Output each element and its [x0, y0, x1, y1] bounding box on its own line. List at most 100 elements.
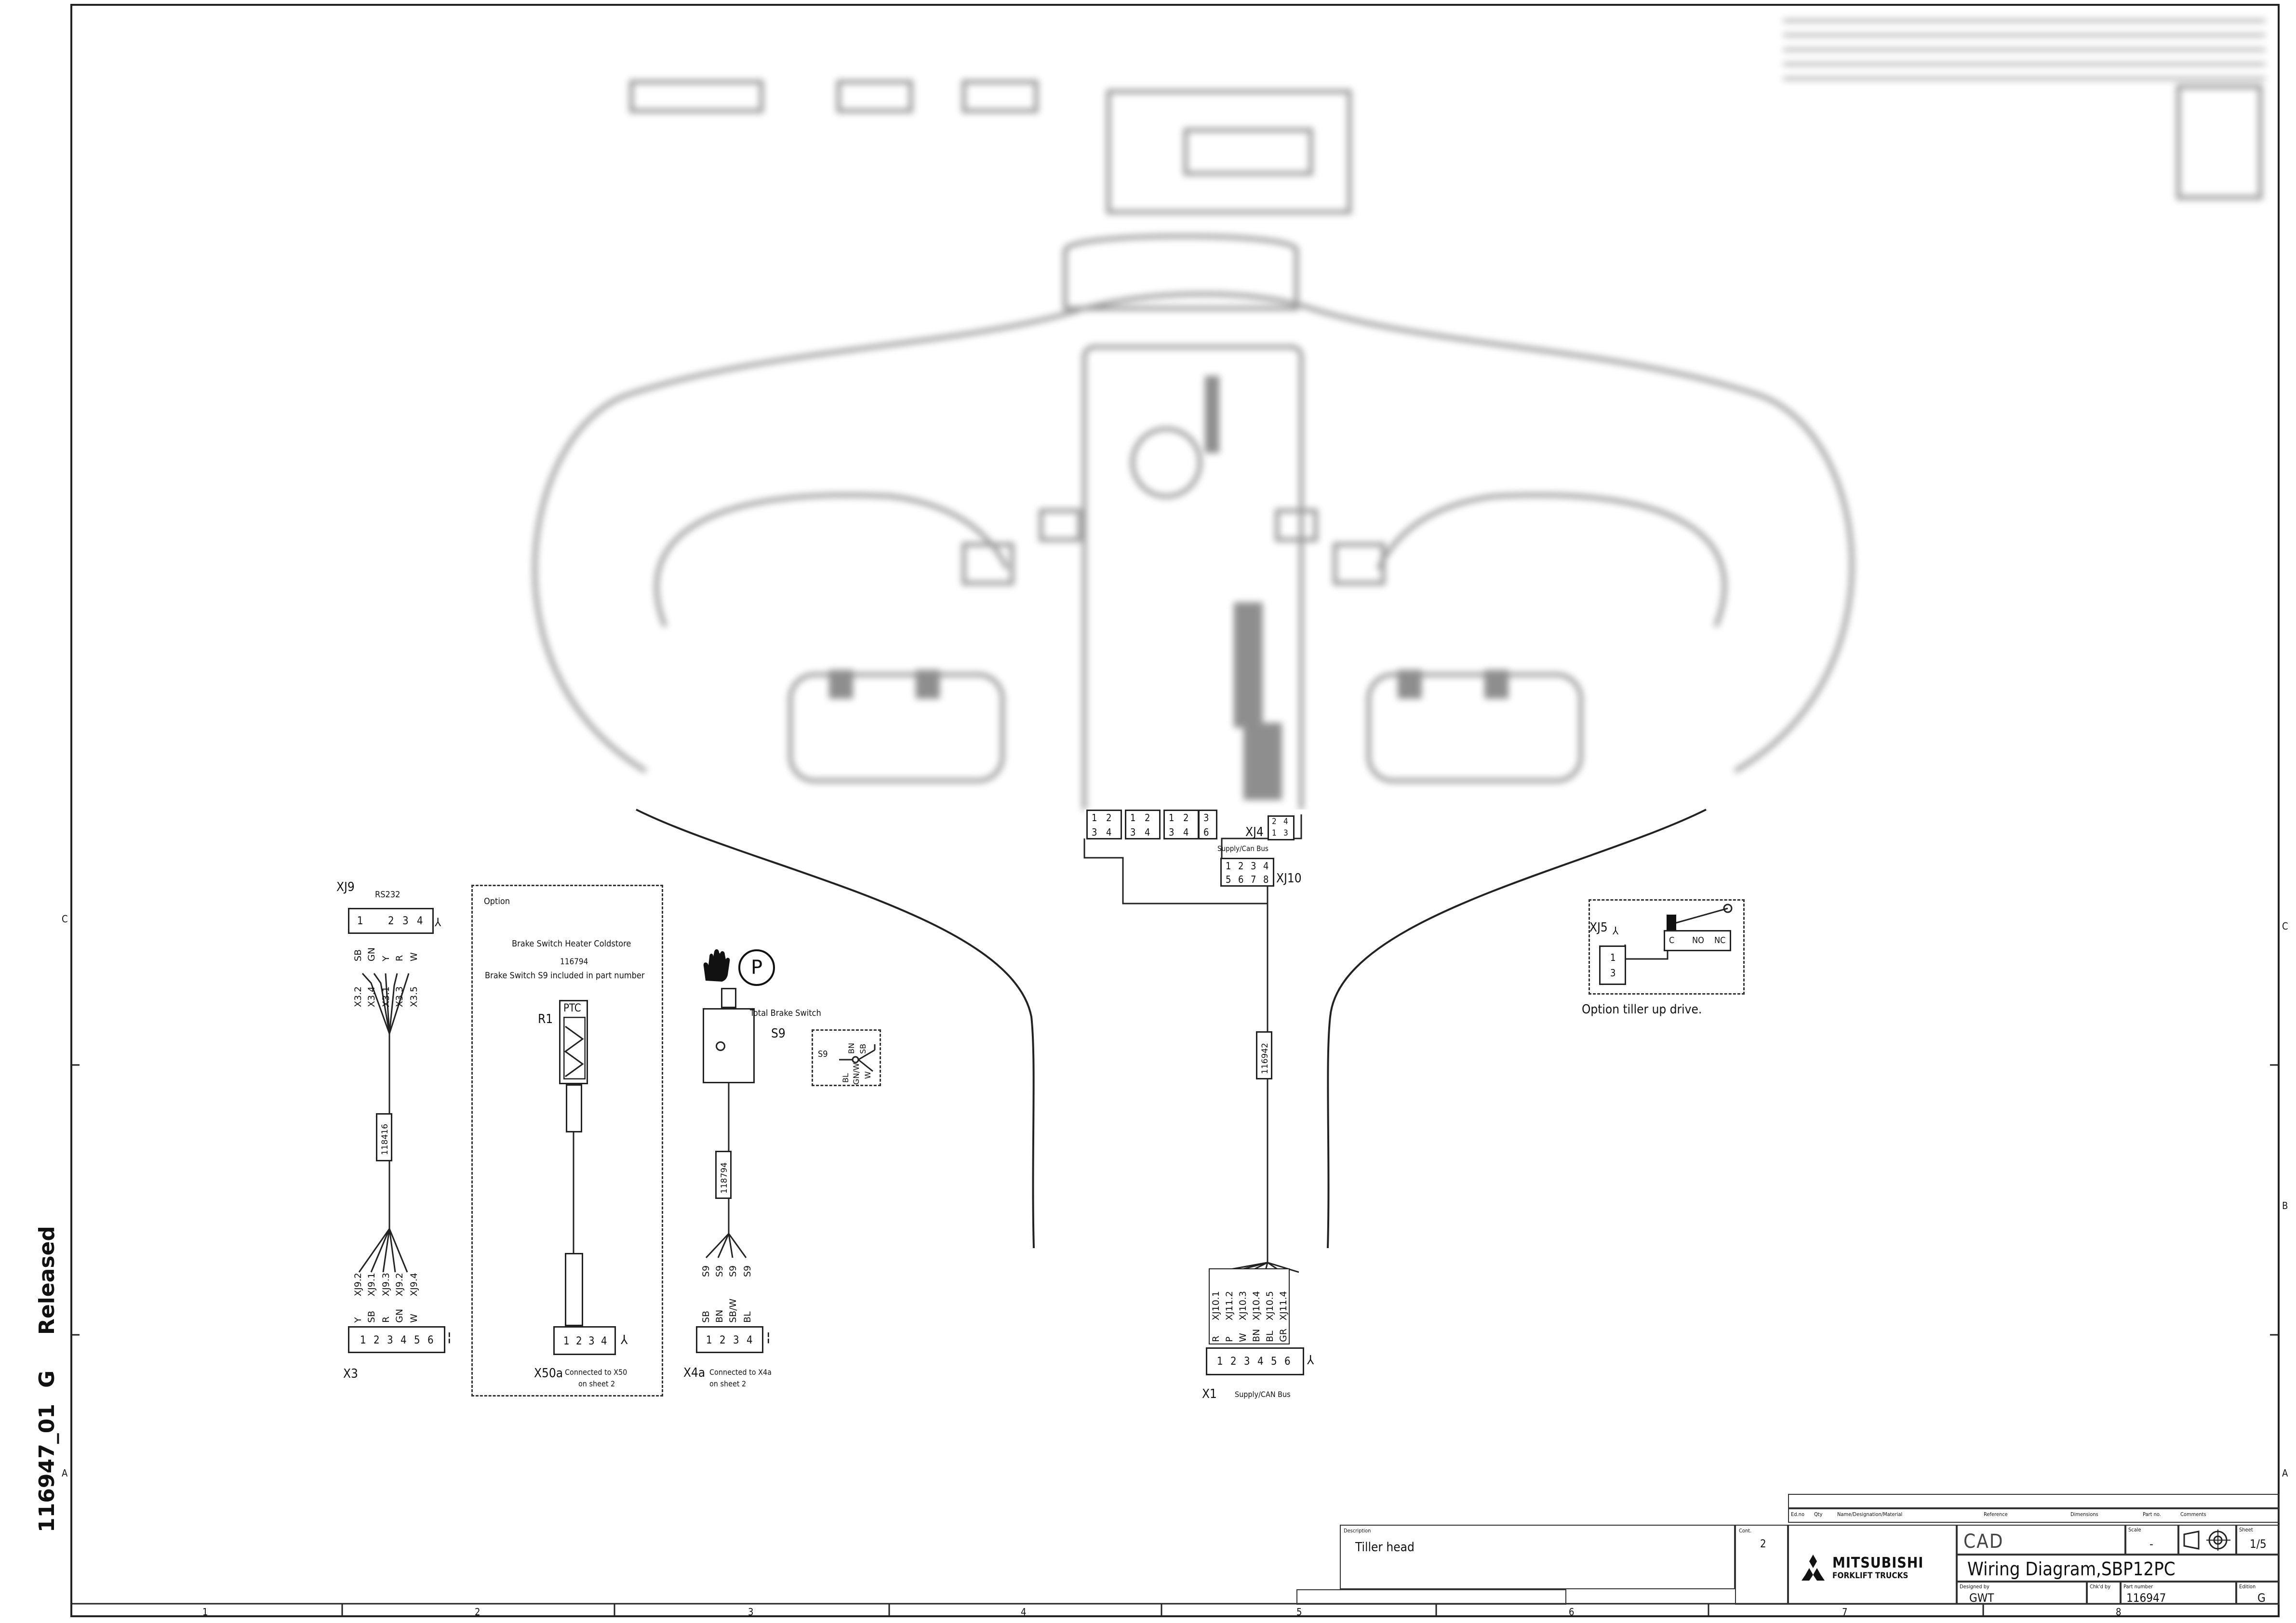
- xj9-cable-tag: 118416: [376, 1113, 392, 1161]
- option-line2: 116794: [560, 957, 588, 967]
- x3-pin-1: 1: [360, 1334, 366, 1346]
- tb-description-cell: Description Tiller head: [1340, 1525, 1735, 1589]
- x1-pin-4: 4: [1257, 1356, 1264, 1368]
- tb-part-cell: Part number 116947: [2121, 1582, 2236, 1605]
- x3-pin-3: 3: [387, 1334, 393, 1346]
- xj9-wire-ref: X3.3: [394, 986, 405, 1007]
- s9-terminal-icon: [716, 1041, 725, 1051]
- tb-cont-label: Cont.: [1739, 1528, 1752, 1534]
- tb-header: Qty: [1814, 1511, 1823, 1517]
- x4a-pin-1: 1: [706, 1334, 712, 1346]
- tb-projection-cell: [2178, 1525, 2236, 1555]
- side-stamp-revision: G: [35, 1370, 59, 1388]
- option-line3: Brake Switch S9 included in part number: [485, 971, 645, 981]
- s9-switch-body: [703, 1008, 755, 1083]
- xj10-pin: 6: [1238, 874, 1244, 885]
- x3-wire-color: R: [381, 1316, 391, 1323]
- x4a-note-line2: on sheet 2: [709, 1379, 747, 1388]
- x3-pin-symbol: ¦: [447, 1330, 452, 1344]
- tb-scale-label: Scale: [2128, 1527, 2141, 1533]
- tb-scale-cell: Scale -: [2125, 1525, 2178, 1555]
- xj5-actuator-icon: [1667, 915, 1676, 930]
- x4a-pin-2: 2: [720, 1334, 726, 1346]
- xj9-wire-ref: X3.1: [381, 986, 391, 1007]
- tb-sheet-cell: Sheet 1/5: [2236, 1525, 2280, 1555]
- tb-header: Ed.no: [1791, 1511, 1805, 1517]
- drawing-frame: [70, 4, 2280, 1617]
- s9-contact-inset: S9 BN SB BL GN/W W: [812, 1029, 881, 1086]
- xj10-pin: 2: [1238, 860, 1244, 872]
- header-3-pin: 3: [1203, 812, 1209, 824]
- xj5-switch-label: C: [1669, 935, 1675, 945]
- cable-x1-xj10: [1083, 814, 1302, 1273]
- xj4-name: XJ4: [1245, 825, 1264, 839]
- x50a-pin-3: 3: [588, 1335, 595, 1347]
- cable-xj9-x3: [358, 972, 410, 1273]
- parking-brake-icon: P: [738, 949, 775, 986]
- xj5-switch-label: NO: [1692, 935, 1704, 945]
- header-3a: 1 2 3 4: [1163, 810, 1199, 839]
- x3-wire-color: W: [409, 1314, 419, 1323]
- xj5-microswitch: C NO NC: [1664, 930, 1731, 951]
- xj10-connector: 1 2 3 4 5 6 7 8: [1220, 858, 1274, 887]
- s9-plunger: [721, 988, 736, 1008]
- xj9-name: XJ9: [336, 880, 355, 894]
- x3-wire-color: Y: [353, 1317, 363, 1323]
- column-grid-ticks: [71, 1064, 2279, 1616]
- xj4-connector: 2 4 1 3: [1268, 815, 1295, 840]
- xj5-pin: 3: [1610, 967, 1616, 979]
- x1-wire-frame: [1209, 1268, 1290, 1344]
- ptc-label: PTC: [563, 1002, 581, 1014]
- x4a-pin-4: 4: [747, 1334, 753, 1346]
- s9-label: Total Brake Switch: [750, 1008, 821, 1018]
- header-2-pin: 1: [1130, 812, 1136, 824]
- header-1-pin: 3: [1092, 826, 1097, 838]
- tb-scale: -: [2149, 1537, 2153, 1551]
- border-col-4: 4: [1021, 1606, 1027, 1618]
- x1-pin-6: 6: [1284, 1356, 1291, 1368]
- xj9-wire-color: SB: [353, 949, 363, 961]
- xj10-pin: 8: [1263, 874, 1269, 885]
- x3-wire-ref: XJ9.2: [394, 1273, 405, 1296]
- xj5-connector: 1 3: [1599, 945, 1626, 985]
- xj9-wire-color: R: [394, 955, 405, 961]
- header-1-pin: 1: [1092, 812, 1097, 824]
- x3-wire-ref: XJ9.2: [353, 1273, 363, 1296]
- border-row-c-left: C: [62, 913, 68, 925]
- border-col-2: 2: [475, 1606, 481, 1618]
- x1-wire-color: GR: [1278, 1329, 1289, 1342]
- tb-header: Reference: [1984, 1511, 2008, 1517]
- x3-connector: 1 2 3 4 5 6: [348, 1326, 445, 1353]
- xj9-wire-ref: X3.5: [409, 986, 419, 1007]
- tb-cont: 2: [1760, 1538, 1766, 1550]
- border-col-5: 5: [1296, 1606, 1302, 1618]
- x4a-wire-color: SB: [701, 1310, 711, 1323]
- xj5-caption: Option tiller up drive.: [1582, 1002, 1702, 1017]
- border-row-a-left: A: [62, 1467, 68, 1479]
- tb-header: Name/Designation/Material: [1837, 1511, 1903, 1517]
- border-row-b-right: B: [2282, 1200, 2288, 1211]
- s9-contact-icon: [839, 1044, 876, 1072]
- header-3-pin: 3: [1169, 826, 1175, 838]
- xj10-pin: 7: [1251, 874, 1256, 885]
- x3-pin-5: 5: [414, 1334, 420, 1346]
- option-line1: Brake Switch Heater Coldstore: [512, 939, 631, 949]
- x50a-pin-1: 1: [563, 1335, 570, 1347]
- tb-header: Part no.: [2143, 1511, 2161, 1517]
- x4a-connector: 1 2 3 4: [696, 1326, 763, 1353]
- tb-logo-cell: MITSUBISHI FORKLIFT TRUCKS: [1788, 1525, 1957, 1605]
- x1-wire-color: W: [1238, 1333, 1248, 1342]
- tb-header-row: Ed.no Qty Name/Designation/Material Refe…: [1788, 1508, 2280, 1523]
- tb-checked-cell: Chk'd by: [2087, 1582, 2121, 1605]
- header-3-pin: 4: [1183, 826, 1189, 838]
- tb-system-cell: CAD: [1957, 1525, 2125, 1555]
- mitsubishi-diamonds-logo: [1802, 1555, 1825, 1581]
- xj9-socket-symbol: ⅄: [435, 916, 441, 929]
- x1-wire-ref: XJ10.3: [1238, 1291, 1248, 1320]
- x50a-socket-symbol: ⅄: [621, 1333, 628, 1347]
- x50a-pin-2: 2: [576, 1335, 582, 1347]
- xj4-pin: 2: [1272, 817, 1277, 826]
- x1-wire-color: BN: [1251, 1329, 1262, 1342]
- tb-part-label: Part number: [2123, 1583, 2153, 1590]
- header-3-pin: 1: [1169, 812, 1175, 824]
